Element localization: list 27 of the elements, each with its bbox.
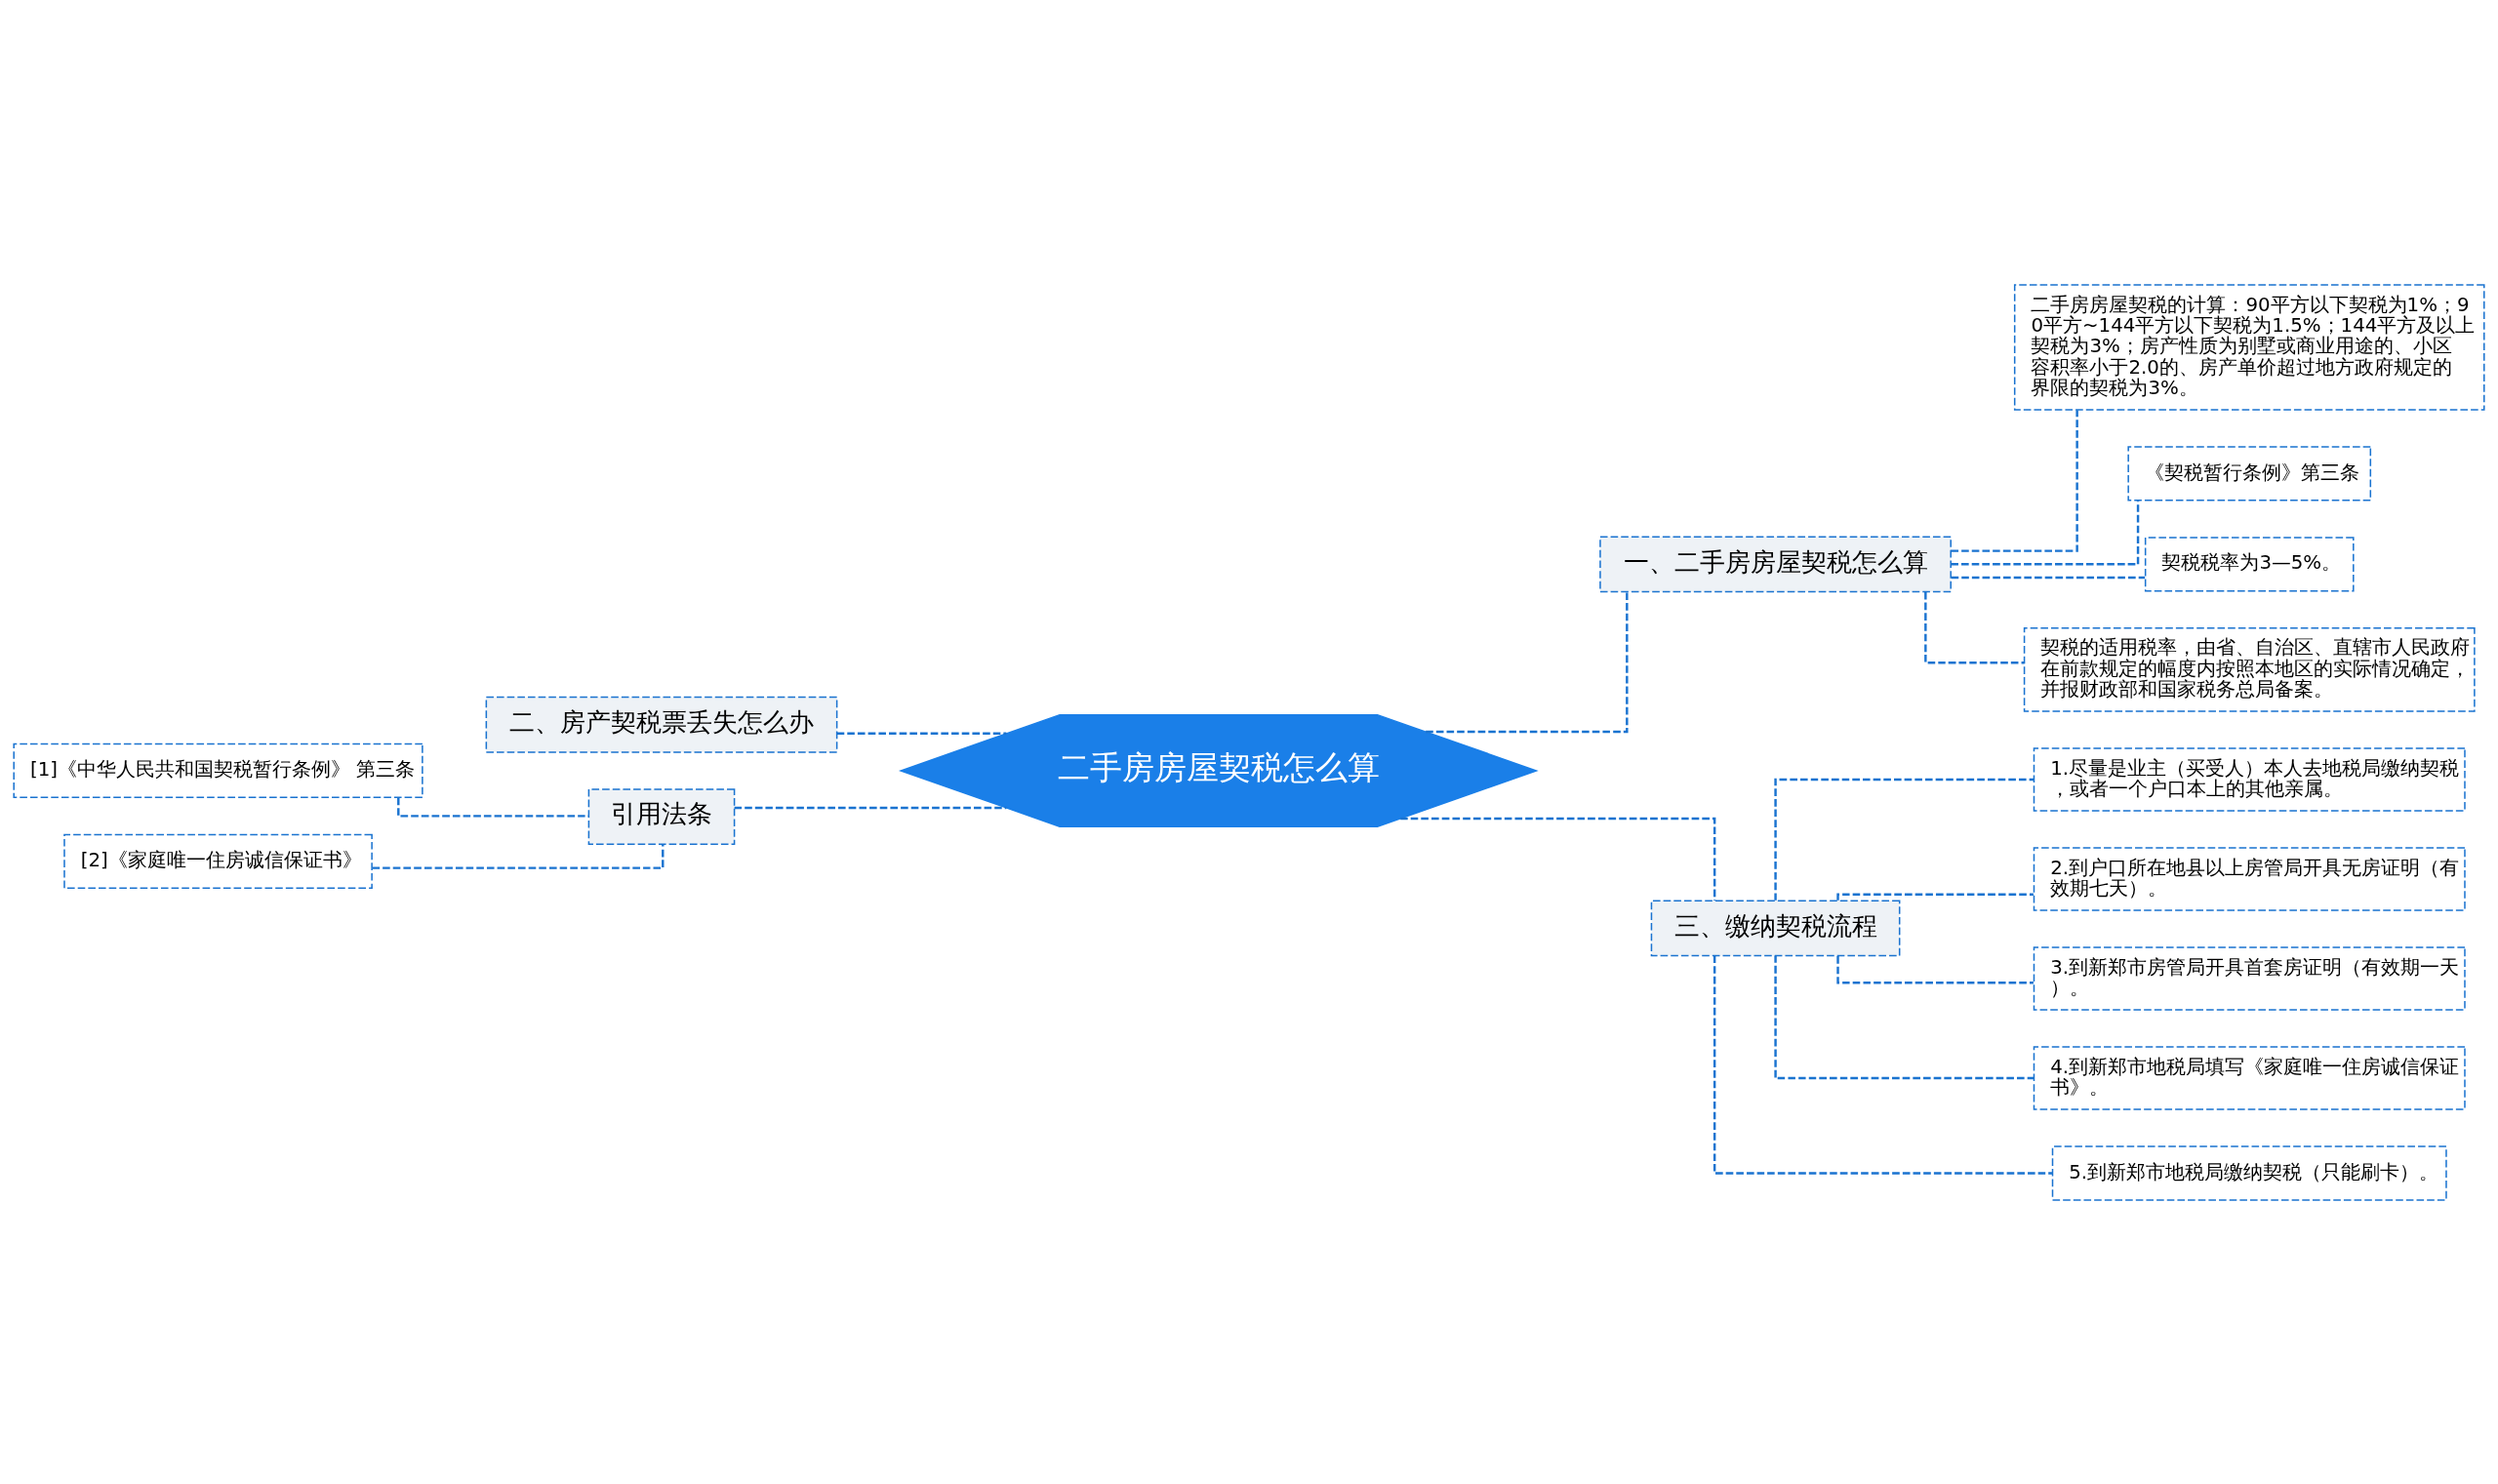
connector [1774,778,2035,901]
connector [1951,409,2078,552]
node-box: 5.到新郑市地税局缴纳契税（只能刷卡）。 [2051,1144,2447,1201]
connector [836,732,1007,735]
connector [1712,955,2053,1175]
node-box: 2.到户口所在地县以上房管局开具无房证明（有效期七天）。 [2033,846,2466,911]
node-box: 契税的适用税率，由省、自治区、直辖市人民政府在前款规定的幅度内按照本地区的实际情况确定，并报财政部和国家税务总局备案。 [2023,626,2476,712]
node-box: 引用法条 [587,787,736,845]
connector [1951,500,2140,566]
node-box: 三、缴纳契税流程 [1650,899,1901,956]
node-box: 二、房产契税票丢失怎么办 [485,696,838,753]
connector [1774,955,2035,1079]
connector [1951,576,2146,579]
connector [1400,817,1716,901]
node-box: 3.到新郑市房管局开具首套房证明（有效期一天）。 [2033,945,2466,1011]
connector [1924,591,2025,663]
node-box: 4.到新郑市地税局填写《家庭唯一住房诚信保证书》。 [2033,1045,2466,1110]
node-box: [1]《中华人民共和国契税暂行条例》 第三条 [13,742,423,798]
connector [1426,591,1629,733]
node-box: [2]《家庭唯一住房诚信保证书》 [63,833,373,889]
node-box: 二手房房屋契税的计算：90平方以下契税为1%；90平方~144平方以下契税为1.5%；144平方及以上契税为3%；房产性质为别墅或商业用途的、小区容积率小于2.0的、房产单价超过地方政府规定的界限的契税为3%。 [2013,283,2485,411]
connector [1836,892,2034,901]
node-box: 1.尽量是业主（买受人）本人去地税局缴纳契税，或者一个户口本上的其他亲属。 [2033,746,2466,812]
node-box: 契税税率为3—5%。 [2144,536,2355,591]
node-box: 《契税暂行条例》第三条 [2127,445,2372,501]
node-box: 一、二手房房屋契税怎么算 [1599,535,1952,592]
connector [734,806,1007,809]
